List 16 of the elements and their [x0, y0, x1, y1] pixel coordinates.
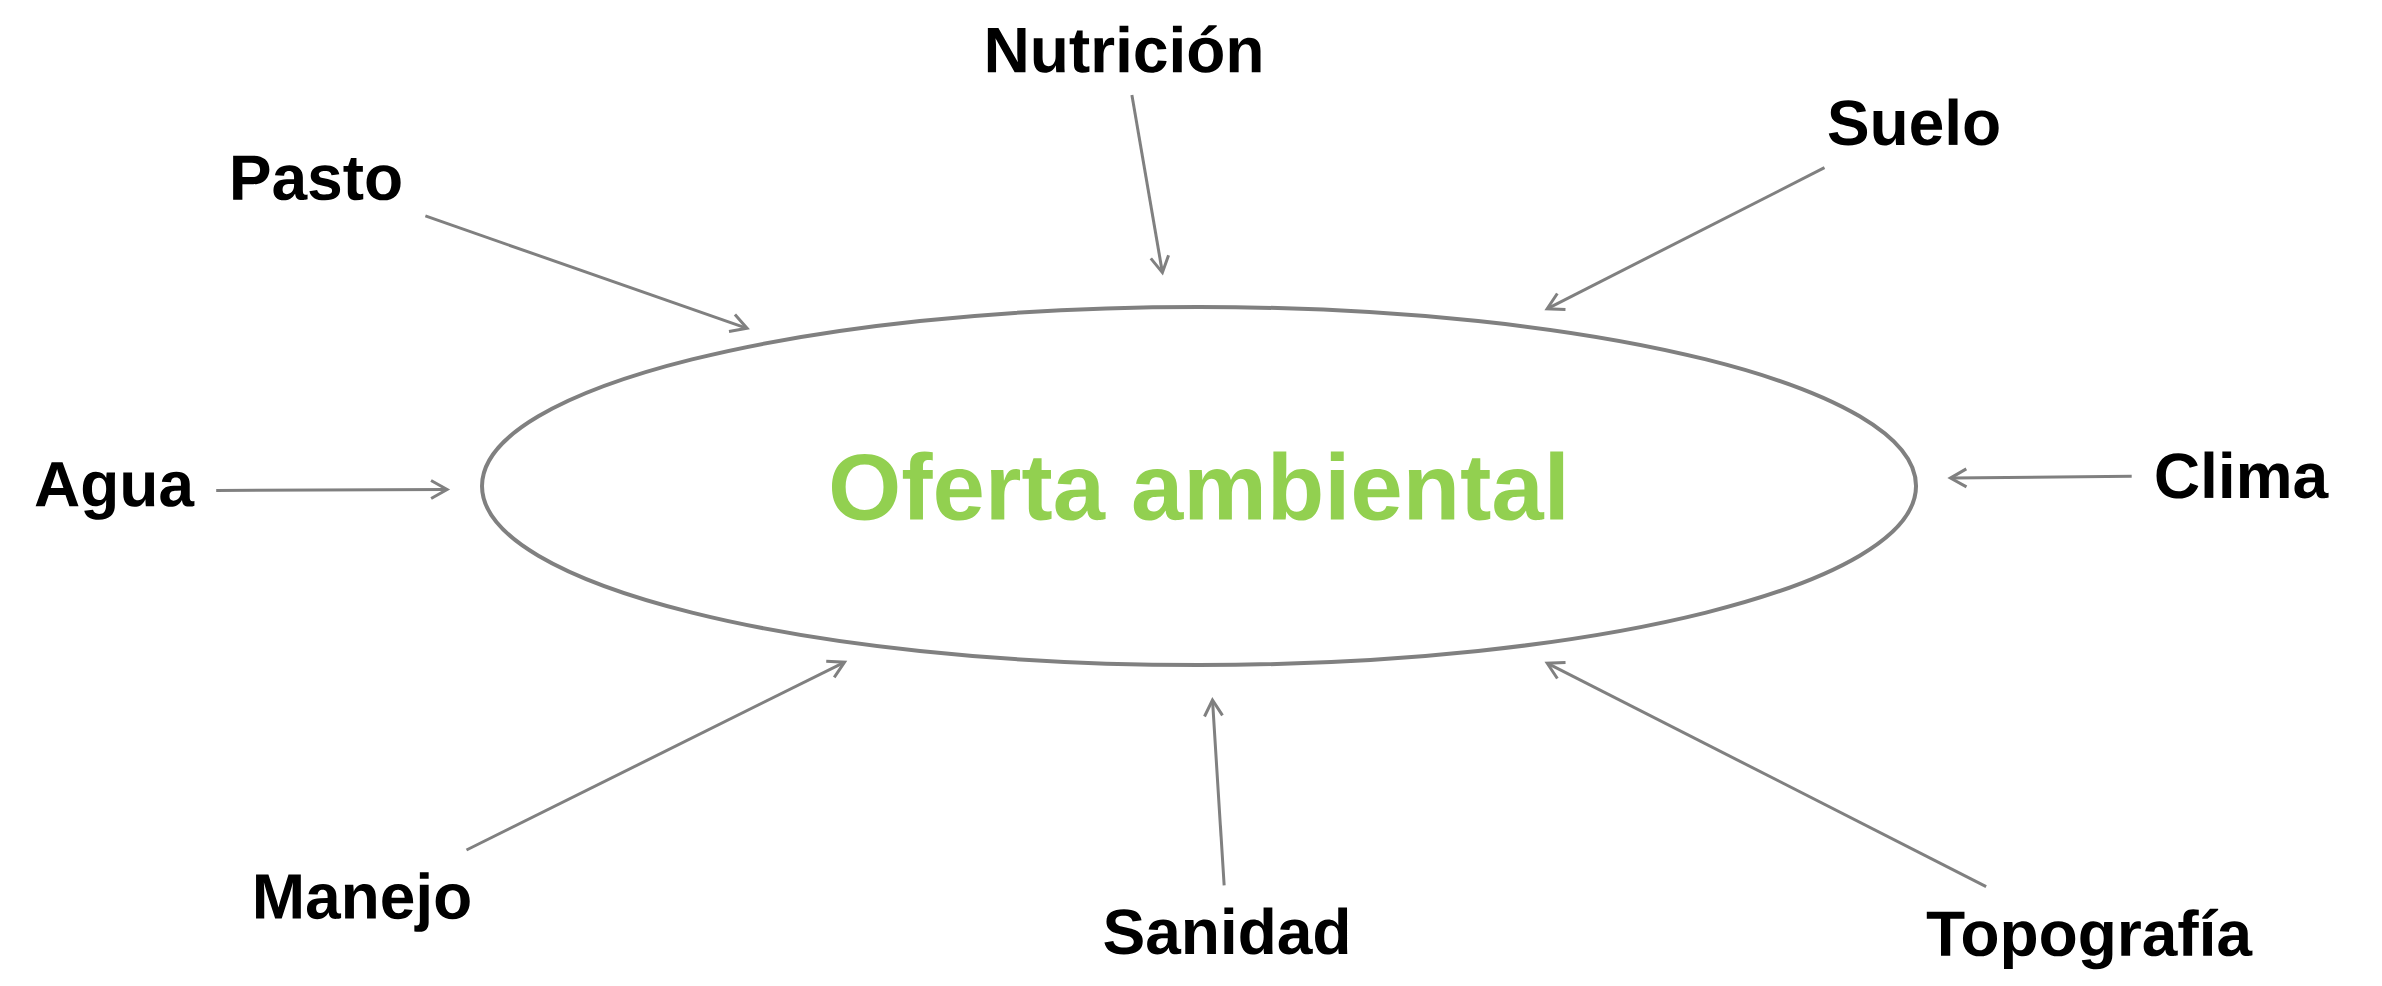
- factor-label: Nutrición: [987, 25, 1261, 73]
- factor-label: Agua: [35, 462, 195, 520]
- factor-label: Manejo: [256, 872, 470, 932]
- arrow: [465, 659, 848, 852]
- arrow: [424, 214, 750, 334]
- factor-label: Sanidad: [1104, 907, 1348, 955]
- factor-label: Clima: [2156, 451, 2329, 499]
- factor-label: Topografía: [1926, 908, 2253, 970]
- arrow: [1130, 94, 1170, 276]
- arrow: [1544, 660, 1987, 888]
- arrow: [216, 479, 451, 500]
- factor-label: Pasto: [233, 155, 401, 201]
- arrow: [1544, 166, 1826, 312]
- arrow: [1947, 467, 2132, 489]
- arrow: [1203, 696, 1226, 886]
- factor-label: Suelo: [1828, 98, 1999, 146]
